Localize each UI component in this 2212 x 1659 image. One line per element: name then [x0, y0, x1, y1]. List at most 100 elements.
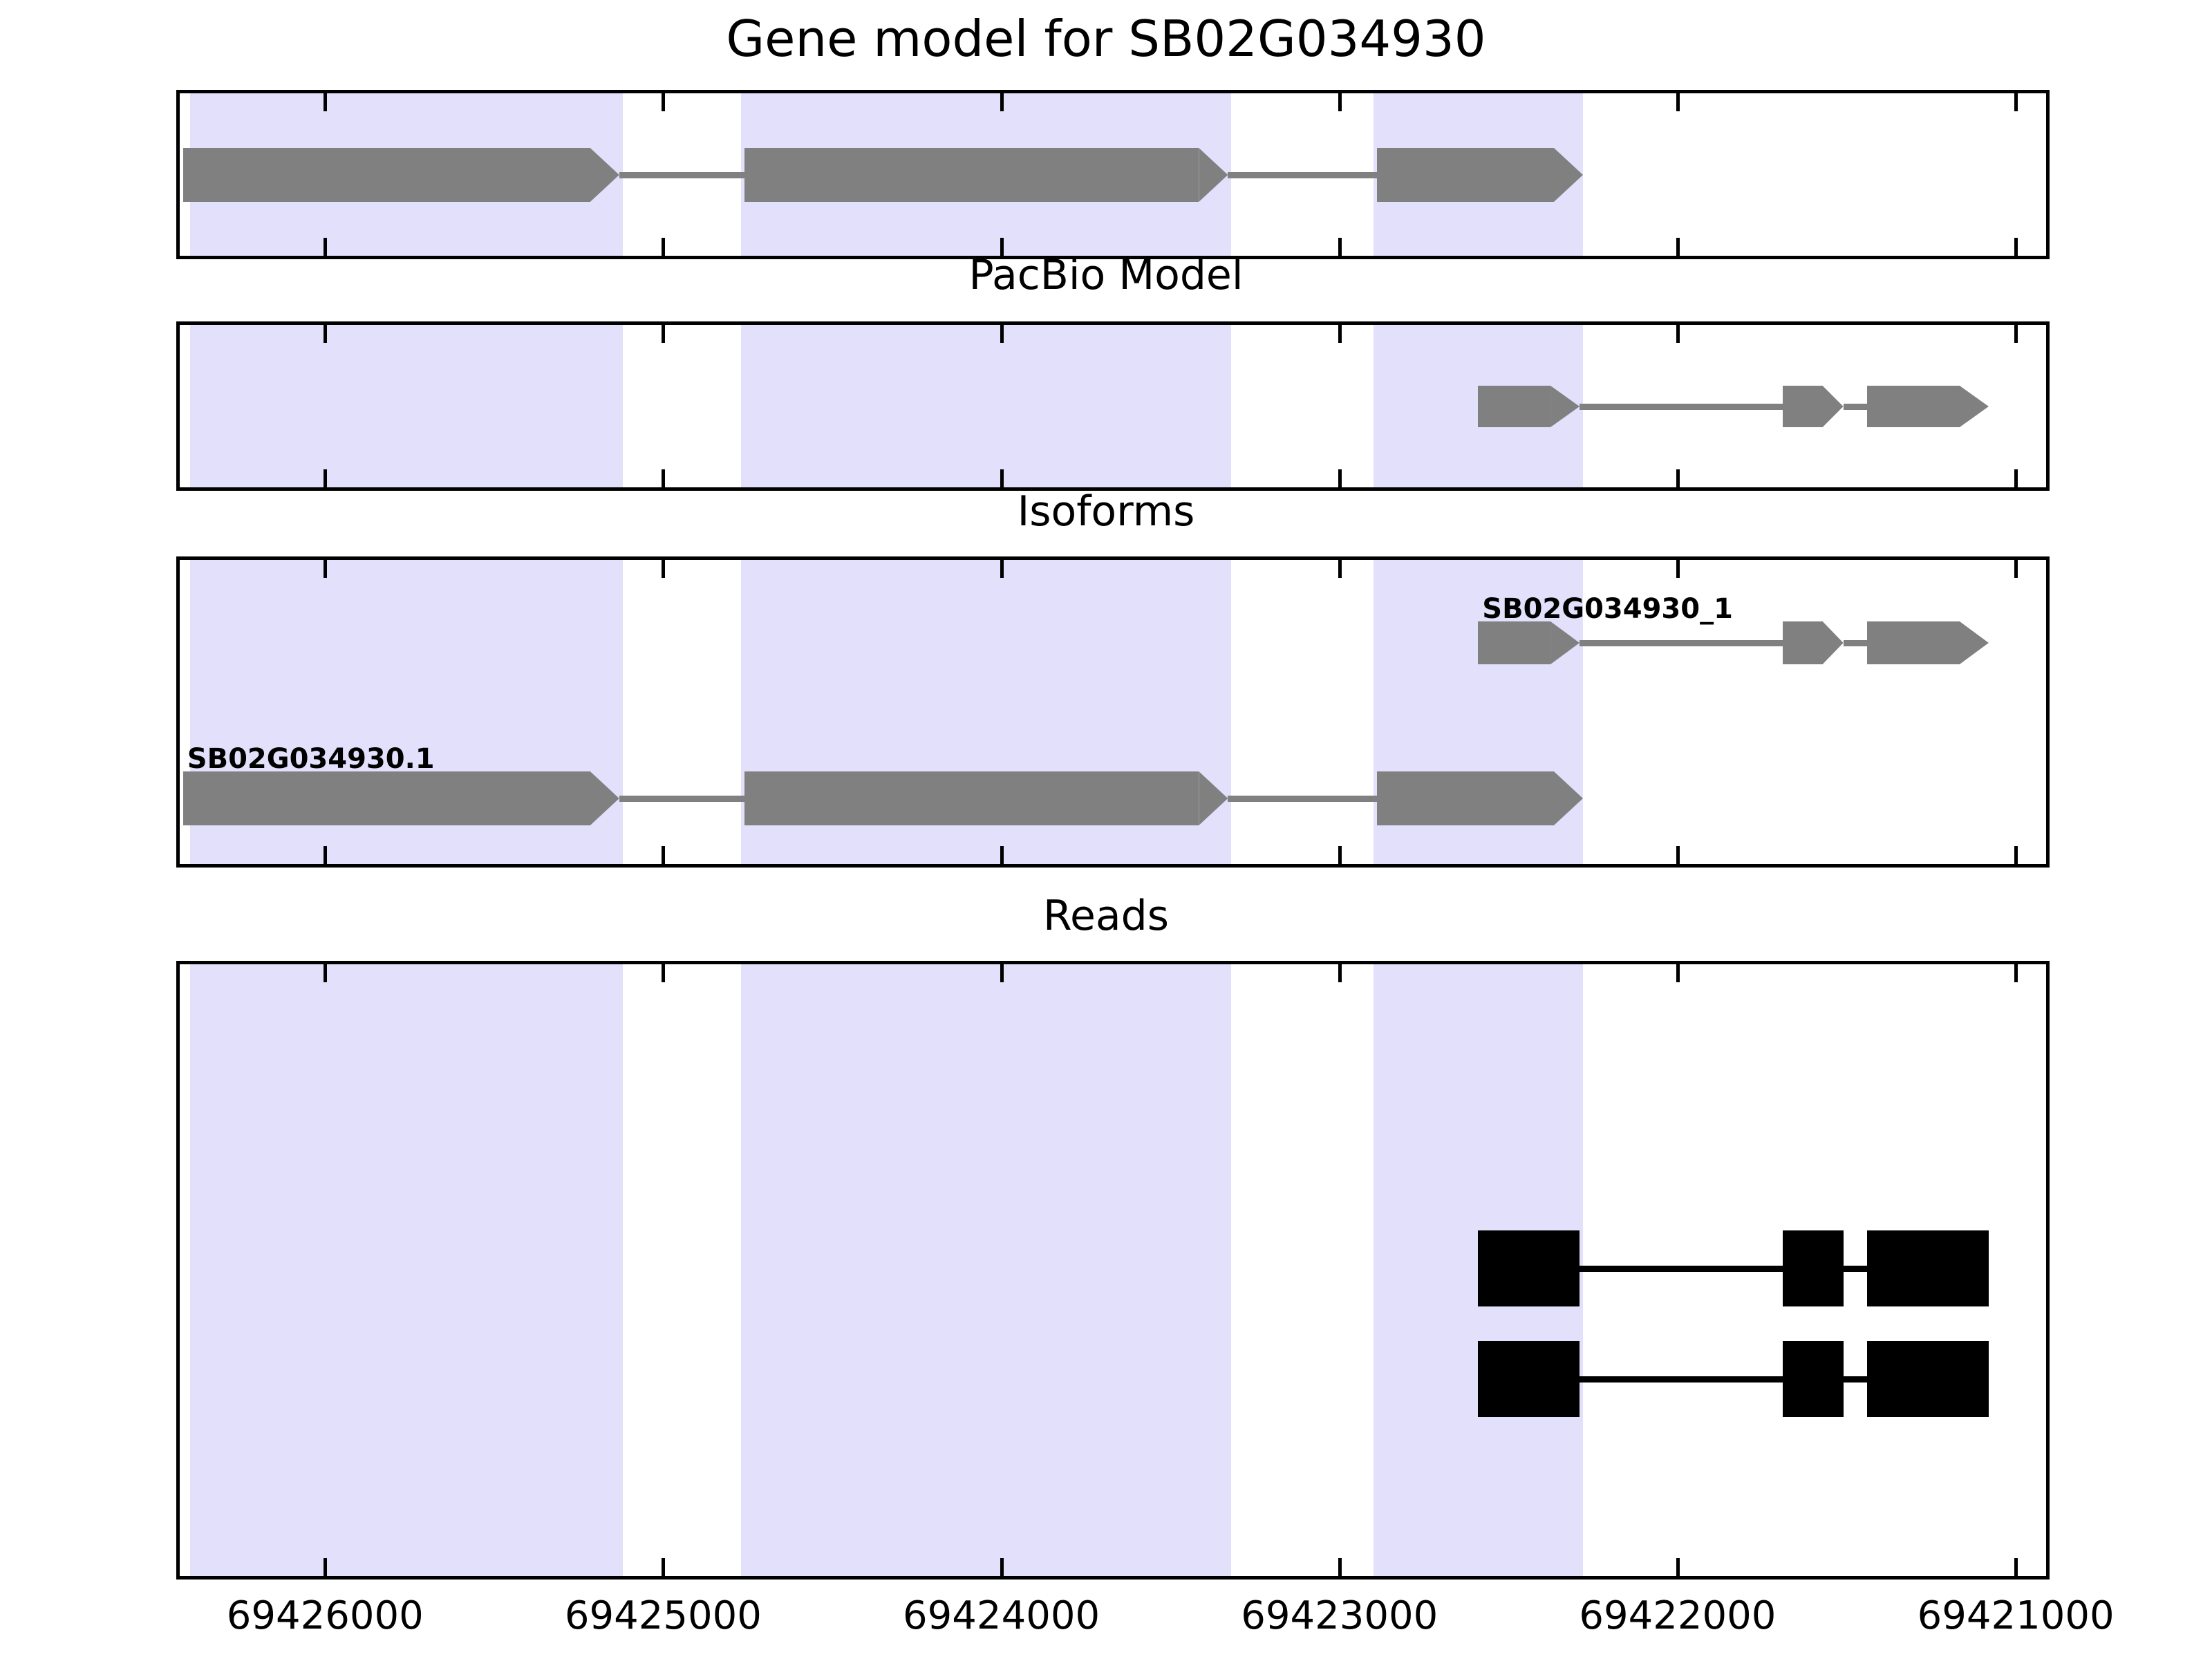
exon-block[interactable] — [1478, 1341, 1580, 1417]
x-tick-label: 69425000 — [564, 1593, 762, 1638]
intron-line — [1843, 404, 1867, 410]
exon-block[interactable] — [1478, 1230, 1580, 1306]
axis-tick — [662, 469, 666, 487]
axis-tick — [2014, 93, 2018, 111]
intron-line — [1228, 172, 1377, 178]
exon-block[interactable] — [744, 148, 1228, 202]
x-tick-label: 69424000 — [903, 1593, 1100, 1638]
strand-arrow-icon — [1822, 386, 1844, 427]
strand-arrow-icon — [1553, 771, 1583, 825]
exon-block[interactable] — [1478, 386, 1580, 427]
axis-tick — [1338, 1558, 1342, 1576]
axis-tick — [1338, 964, 1342, 982]
strand-arrow-icon — [590, 148, 619, 202]
strand-arrow-icon — [1822, 621, 1844, 664]
exon-block[interactable] — [1866, 1341, 1989, 1417]
x-tick-label: 69422000 — [1579, 1593, 1777, 1638]
panel-title-reads: Reads — [1042, 892, 1170, 940]
axis-tick — [1000, 1558, 1004, 1576]
axis-tick — [324, 560, 328, 578]
axis-tick — [324, 1558, 328, 1576]
axis-tick — [1000, 93, 1004, 111]
axis-tick — [1000, 560, 1004, 578]
exon-block[interactable] — [1782, 386, 1844, 427]
axis-tick — [662, 560, 666, 578]
strand-arrow-icon — [1550, 386, 1580, 427]
exon-body — [1866, 386, 1960, 427]
axis-tick — [1676, 964, 1680, 982]
transcript-label: SB02G034930.1 — [187, 743, 435, 775]
x-tick-label: 69421000 — [1917, 1593, 2115, 1638]
axis-tick — [662, 325, 666, 343]
x-tick-label: 69423000 — [1241, 1593, 1438, 1638]
panel-pacbio-model[interactable] — [176, 321, 2050, 491]
exon-block[interactable] — [1782, 621, 1844, 664]
exon-block[interactable] — [1478, 621, 1580, 664]
exon-body — [1376, 148, 1554, 202]
exon-block[interactable] — [182, 771, 619, 825]
axis-tick — [2014, 964, 2018, 982]
axis-tick — [324, 238, 328, 256]
axis-tick — [662, 238, 666, 256]
exon-block[interactable] — [1782, 1341, 1844, 1417]
axis-tick — [2014, 846, 2018, 864]
intron-line — [619, 172, 744, 178]
axis-tick — [324, 93, 328, 111]
axis-tick — [1000, 964, 1004, 982]
axis-tick — [1000, 238, 1004, 256]
exon-block[interactable] — [182, 148, 619, 202]
intron-line — [1843, 640, 1867, 646]
axis-tick — [2014, 238, 2018, 256]
axis-tick — [1338, 846, 1342, 864]
axis-tick — [324, 469, 328, 487]
panel-reads[interactable] — [176, 961, 2050, 1580]
exon-body — [182, 148, 590, 202]
axis-tick — [1676, 560, 1680, 578]
axis-tick — [662, 964, 666, 982]
intron-line — [1843, 1376, 1867, 1382]
strand-arrow-icon — [1550, 621, 1580, 664]
axis-tick — [324, 325, 328, 343]
highlight-band — [189, 325, 623, 487]
panel-title-pacbio-model: PacBio Model — [968, 251, 1244, 299]
intron-line — [1580, 404, 1783, 410]
axis-tick — [1338, 238, 1342, 256]
intron-line — [1580, 1376, 1783, 1382]
axis-tick — [1676, 325, 1680, 343]
axis-tick — [1676, 93, 1680, 111]
strand-arrow-icon — [590, 771, 619, 825]
intron-line — [1843, 1266, 1867, 1272]
exon-block[interactable] — [1866, 1230, 1989, 1306]
highlight-band — [740, 964, 1232, 1576]
exon-body — [1782, 621, 1823, 664]
axis-tick — [662, 846, 666, 864]
exon-block[interactable] — [1782, 1230, 1844, 1306]
axis-tick — [2014, 1558, 2018, 1576]
exon-body — [182, 771, 590, 825]
exon-block[interactable] — [1376, 771, 1583, 825]
axis-tick — [2014, 560, 2018, 578]
exon-body — [1782, 386, 1823, 427]
strand-arrow-icon — [1959, 621, 1989, 664]
exon-body — [1376, 771, 1554, 825]
exon-block[interactable] — [1866, 386, 1989, 427]
exon-block[interactable] — [1376, 148, 1583, 202]
strand-arrow-icon — [1553, 148, 1583, 202]
axis-tick — [662, 1558, 666, 1576]
intron-line — [1580, 640, 1783, 646]
panel-gene-model[interactable] — [176, 90, 2050, 259]
exon-block[interactable] — [1866, 621, 1989, 664]
strand-arrow-icon — [1959, 386, 1989, 427]
axis-tick — [1000, 325, 1004, 343]
exon-body — [1866, 621, 1960, 664]
axis-tick — [1000, 469, 1004, 487]
exon-body — [744, 771, 1199, 825]
exon-body — [1478, 621, 1551, 664]
axis-tick — [1676, 238, 1680, 256]
highlight-band — [740, 325, 1232, 487]
axis-tick — [1676, 469, 1680, 487]
exon-block[interactable] — [744, 771, 1228, 825]
axis-tick — [1338, 560, 1342, 578]
intron-line — [1228, 796, 1377, 802]
